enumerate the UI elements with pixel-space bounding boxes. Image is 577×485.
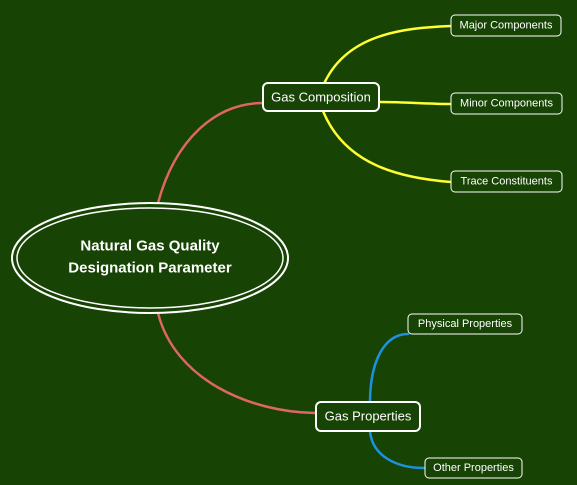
leaf-other-properties-label: Other Properties: [433, 462, 514, 474]
edge-gas-properties-physical: [368, 332, 410, 405]
node-gas-properties-label: Gas Properties: [325, 409, 412, 424]
leaf-trace-constituents[interactable]: Trace Constituents: [450, 170, 563, 193]
leaf-physical-properties-label: Physical Properties: [418, 318, 513, 330]
leaf-minor-components-label: Minor Components: [460, 98, 553, 110]
edge-root-gas-properties: [156, 311, 317, 415]
node-gas-composition-label: Gas Composition: [271, 90, 371, 105]
node-gas-properties[interactable]: Gas Properties: [315, 401, 421, 432]
leaf-trace-constituents-label: Trace Constituents: [461, 176, 553, 188]
edge-gas-composition-trace: [321, 109, 453, 184]
root-node[interactable]: Natural Gas Quality Designation Paramete…: [11, 202, 289, 314]
root-label-line1: Natural Gas Quality: [80, 238, 220, 255]
leaf-physical-properties[interactable]: Physical Properties: [407, 313, 523, 335]
leaf-other-properties[interactable]: Other Properties: [424, 457, 523, 479]
leaf-major-components[interactable]: Major Components: [450, 14, 562, 37]
edge-gas-composition-major: [321, 24, 453, 88]
edge-gas-composition-minor: [377, 100, 453, 106]
leaf-major-components-label: Major Components: [460, 20, 553, 32]
root-label-line2: Designation Parameter: [68, 260, 232, 277]
leaf-minor-components[interactable]: Minor Components: [450, 92, 563, 115]
node-gas-composition[interactable]: Gas Composition: [262, 82, 380, 112]
edge-gas-properties-other: [368, 429, 426, 470]
edge-root-gas-composition: [156, 101, 265, 205]
